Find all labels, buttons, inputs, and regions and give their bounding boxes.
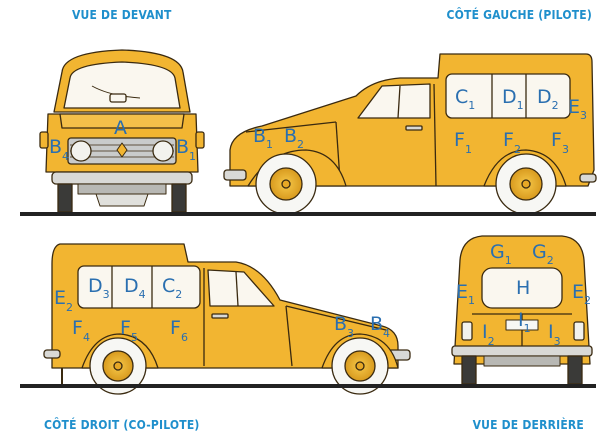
right-side-view — [44, 244, 410, 394]
zone-front-a[interactable]: A — [114, 117, 127, 139]
ground-line-top — [20, 212, 596, 216]
left-side-view — [224, 54, 596, 214]
zone-rear-h[interactable]: H — [516, 277, 530, 299]
ground-line-bottom — [20, 384, 596, 388]
